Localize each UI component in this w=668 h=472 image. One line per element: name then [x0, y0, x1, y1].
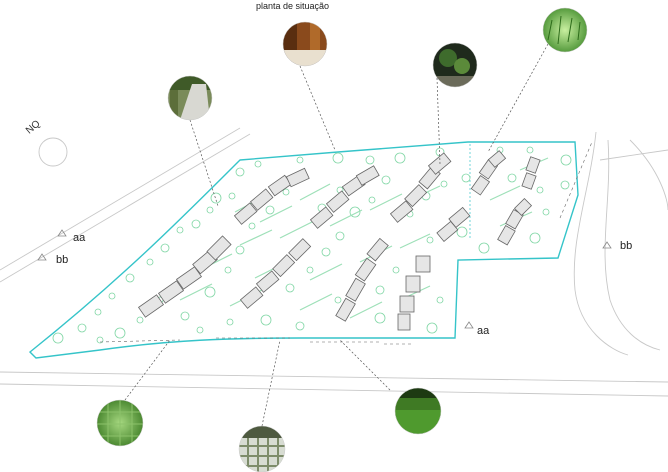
leader-line-grass-detail	[487, 43, 549, 153]
section-marker-bb-left	[37, 253, 47, 261]
road-line-lower-1	[0, 371, 668, 383]
section-marker-bb-right	[602, 241, 612, 249]
road-line-upper-2	[0, 133, 251, 283]
building-row-3	[335, 152, 452, 322]
plan-title: planta de situação	[256, 1, 330, 11]
section-marker-aa-bottom	[464, 321, 474, 329]
leader-lines	[124, 43, 549, 427]
section-label-bb-left: bb	[56, 254, 69, 266]
section-label-aa-bottom: aa	[477, 325, 490, 337]
road-curve-right-2	[604, 139, 661, 351]
leader-line-concrete-paver	[261, 339, 281, 427]
photo-wood-deck	[282, 21, 328, 67]
photo-grass-detail	[542, 7, 588, 53]
photo-concrete-grid-paver	[238, 425, 286, 472]
road-line-far-right	[599, 149, 668, 161]
section-markers	[37, 229, 612, 329]
section-label-aa-left: aa	[73, 232, 86, 244]
leader-line-wood-deck	[299, 65, 336, 151]
photo-grass-paver	[96, 399, 144, 447]
building-row-1	[137, 167, 310, 318]
road-lines	[0, 127, 668, 397]
photo-lawn	[394, 387, 442, 435]
photo-stone-path	[167, 75, 213, 121]
leader-line-shrub-garden	[436, 77, 441, 165]
buildings	[137, 150, 541, 331]
section-label-bb-right: bb	[620, 240, 633, 252]
vegetation	[52, 146, 572, 344]
road-line-lower-2	[0, 383, 668, 397]
photo-shrub-garden	[432, 42, 478, 88]
leader-line-stone-path	[189, 119, 219, 207]
leader-line-grass-paver	[124, 339, 171, 401]
leader-line-lawn	[339, 339, 391, 391]
site-boundary	[28, 141, 579, 359]
road-line-upper-1	[0, 127, 241, 271]
building-row-4	[397, 206, 471, 331]
building-row-2	[239, 165, 380, 309]
road-curve-right-1	[573, 131, 629, 356]
north-symbol	[38, 137, 68, 167]
parking-strips	[99, 141, 593, 345]
building-row-5	[470, 150, 541, 246]
section-marker-aa-left	[57, 229, 67, 237]
